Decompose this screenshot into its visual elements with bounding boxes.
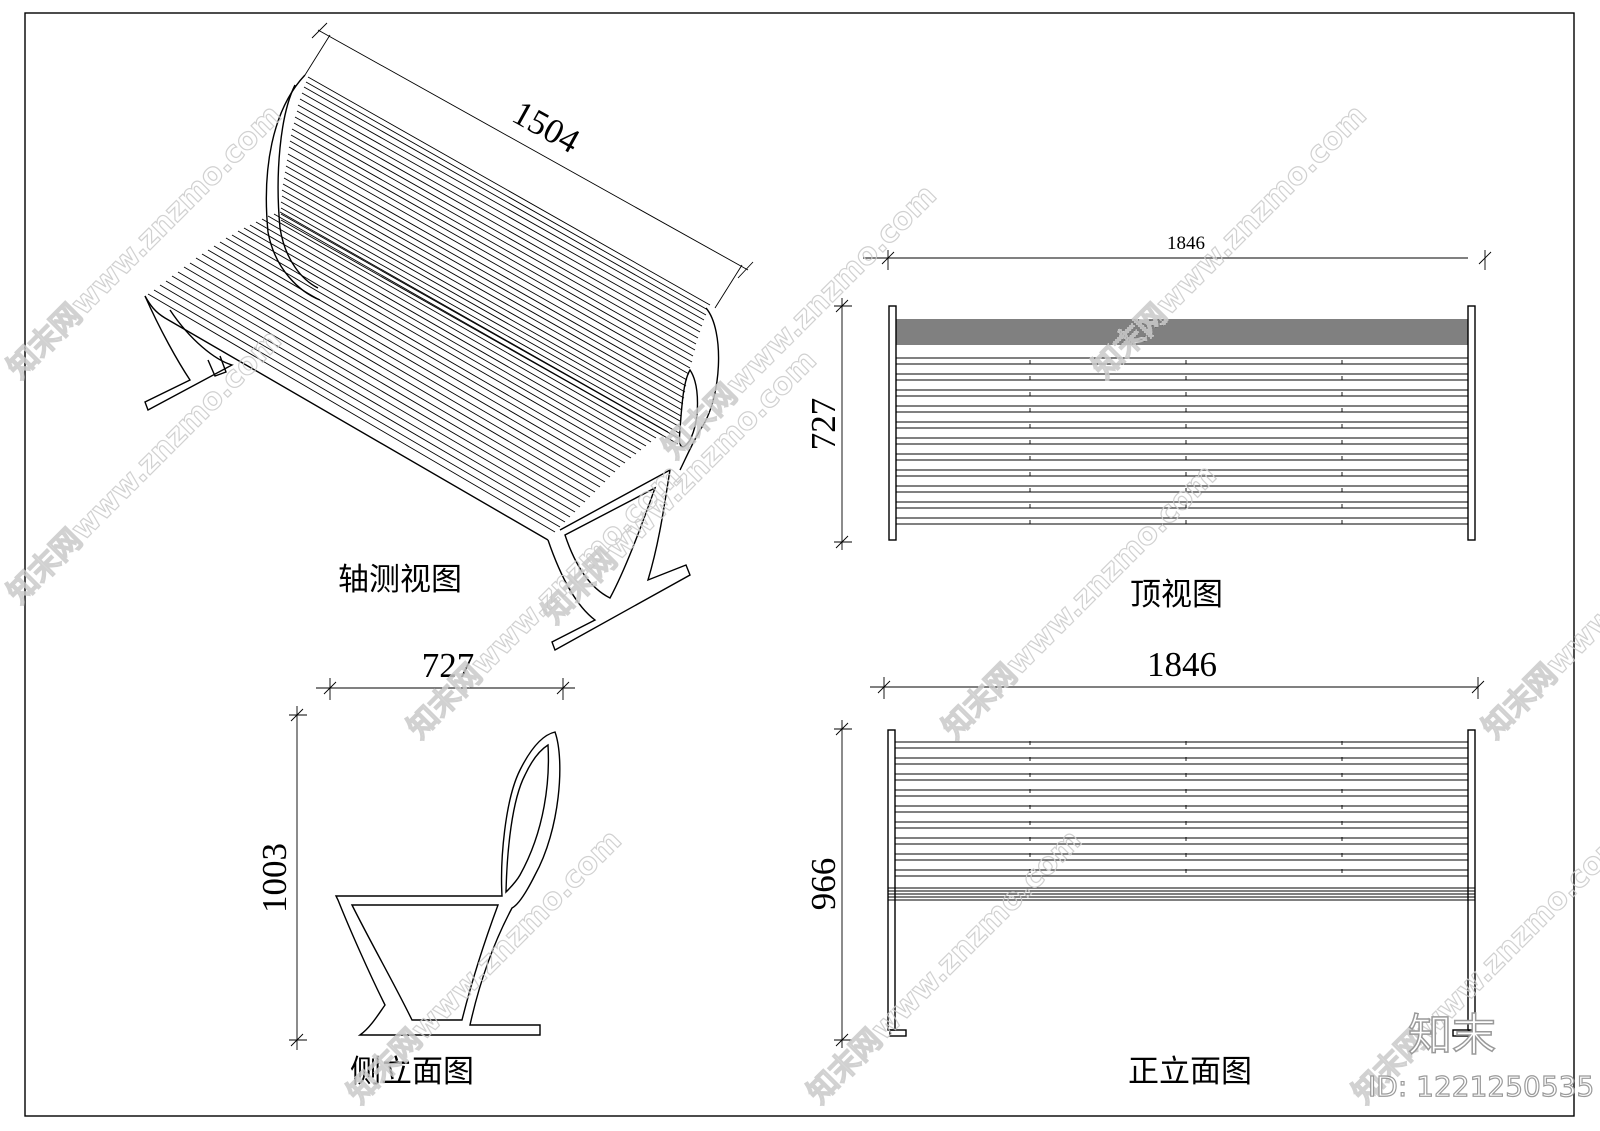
side-depth-dimension: 727	[316, 646, 575, 700]
top-depth-dimension: 727	[804, 298, 852, 550]
side-height-dimension: 1003	[255, 706, 307, 1050]
side-height-label: 1003	[255, 843, 294, 913]
top-width-dimension: 1846	[863, 233, 1492, 270]
isometric-view: 1504 轴测视图	[144, 22, 754, 652]
top-view: 1846 727 顶视图	[804, 233, 1492, 613]
iso-view-title: 轴测视图	[338, 562, 462, 598]
front-height-label: 966	[804, 858, 843, 911]
front-back-slats	[895, 741, 1468, 877]
top-depth-label: 727	[804, 398, 843, 451]
top-view-title: 顶视图	[1130, 577, 1223, 613]
front-view-title: 正立面图	[1128, 1054, 1252, 1090]
iso-left-leg	[144, 295, 234, 411]
side-view-title: 侧立面图	[350, 1054, 474, 1090]
image-id-label: ID: 1221250535	[1368, 1070, 1594, 1103]
side-profile-outer	[334, 731, 561, 1036]
iso-right-leg	[547, 468, 691, 652]
watermark-text: 知末网www.znzmo.com	[1086, 98, 1374, 386]
front-view: 1846 966 正立面图	[804, 645, 1485, 1090]
front-height-dimension: 966	[804, 720, 852, 1048]
front-width-label: 1846	[1147, 645, 1217, 684]
top-seat-slats	[896, 357, 1468, 525]
watermark-text: 知末网www.znzmo.com	[536, 343, 824, 631]
top-back-slats	[896, 319, 1468, 345]
front-fastener-marks	[1029, 741, 1343, 873]
front-seat-edge	[888, 887, 1475, 901]
side-depth-label: 727	[422, 646, 475, 685]
sheet-border	[24, 12, 1575, 1117]
watermark-text: 知末网www.znzmo.com	[1476, 458, 1600, 746]
top-fastener-marks	[1029, 360, 1343, 524]
iso-backrest-slats	[280, 76, 711, 445]
watermark-text: 知末网www.znzmo.com	[1346, 823, 1600, 1111]
watermark-text: 知末网www.znzmo.com	[801, 823, 1089, 1111]
side-profile-inner	[350, 904, 500, 1021]
top-width-label: 1846	[1167, 233, 1205, 254]
iso-right-back-frame	[679, 307, 720, 471]
side-view: 727 1003 侧立面图	[255, 646, 575, 1090]
front-width-dimension: 1846	[870, 645, 1485, 699]
iso-length-label: 1504	[506, 93, 586, 161]
brand-logo: 知末	[1408, 1010, 1496, 1061]
watermark-layer: 知末网www.znzmo.com 知末网www.znzmo.com 知末网www…	[0, 97, 1600, 1111]
iso-left-back-frame	[265, 74, 321, 301]
iso-seat-slats	[147, 211, 669, 533]
